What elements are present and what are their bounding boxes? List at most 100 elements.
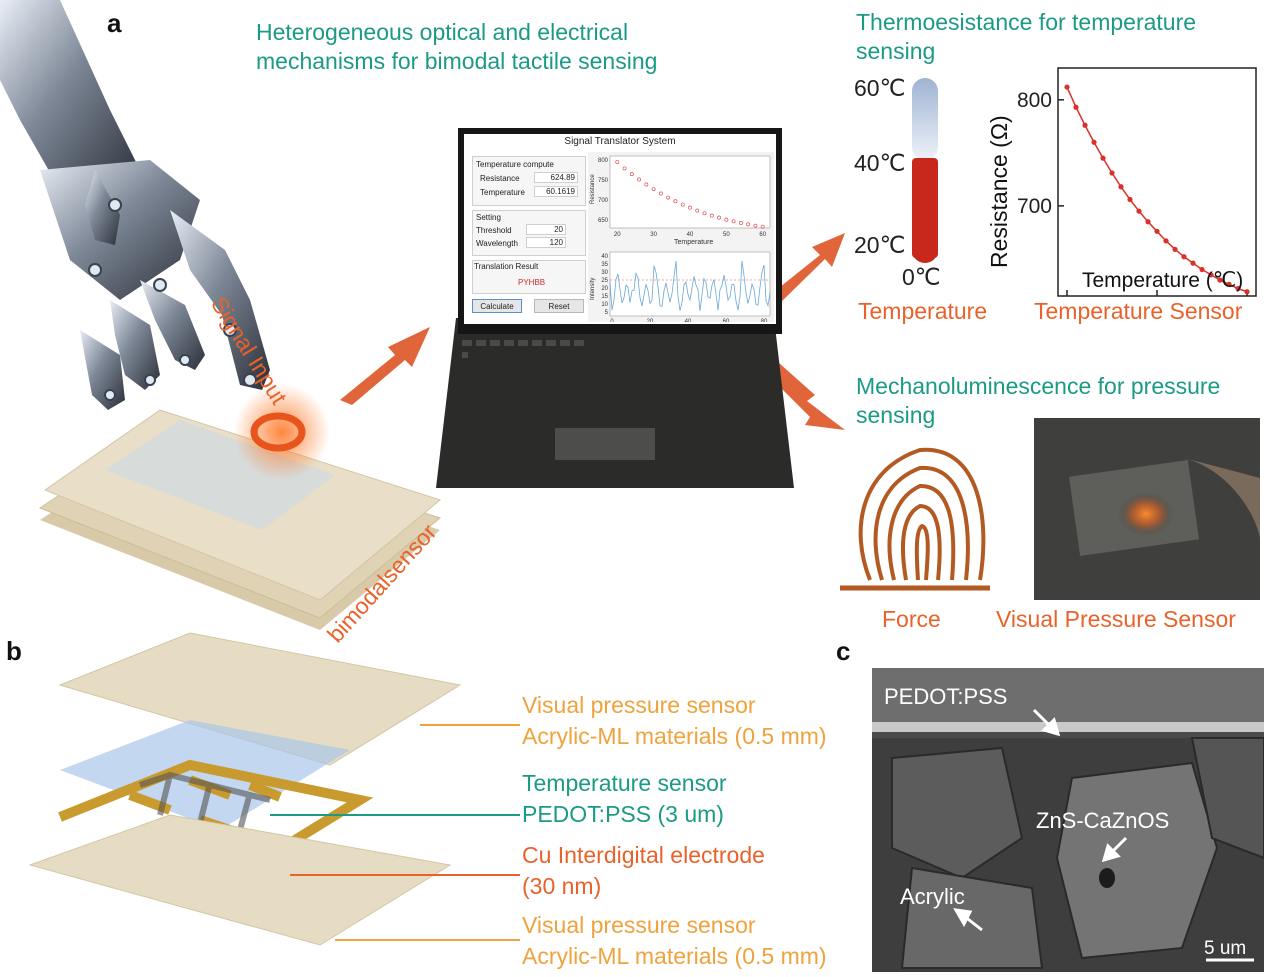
layer2-label: Temperature sensor PEDOT:PSS (3 um) (522, 768, 727, 830)
layer-stack-illustration (28, 632, 520, 946)
mini-res-xtick: 50 (723, 232, 730, 238)
mini-res-ytick: 750 (598, 178, 609, 184)
data-point (1073, 104, 1079, 110)
mini-res-xtick: 20 (614, 232, 621, 238)
mini-res-point (695, 208, 700, 213)
force-caption: Force (882, 606, 941, 632)
thermo-title: Thermoesistance for temperature sensing (856, 8, 1196, 66)
layer1-label-line2: Acrylic-ML materials (0.5 mm) (522, 723, 827, 749)
mechano-title-line1: Mechanoluminescence for pressure (856, 373, 1221, 399)
mini-res-point (615, 160, 620, 164)
layer2-label-line1: Temperature sensor (522, 770, 727, 796)
mechanism-title-line1: Heterogeneous optical and electrical (256, 19, 629, 45)
thermo-title-line1: Thermoesistance for temperature (856, 9, 1197, 35)
data-point (1217, 277, 1223, 283)
data-point (1145, 219, 1151, 225)
mini-int-ytick: 40 (601, 254, 608, 260)
scale-bar-label: 5 um (1204, 938, 1247, 959)
mini-res-point (731, 219, 736, 224)
data-point (1199, 266, 1205, 273)
chart-frame (1057, 67, 1257, 297)
mini-res-point (644, 182, 649, 187)
layer4-label: Visual pressure sensor Acrylic-ML materi… (522, 910, 827, 972)
data-point (1064, 84, 1070, 90)
data-point (1226, 281, 1232, 287)
mechano-title-line2: sensing (856, 402, 936, 428)
mini-res-point (760, 224, 765, 229)
temperature-field[interactable]: 60.1619 (534, 186, 578, 197)
mini-int-ylabel: Intensity (590, 278, 596, 300)
mini-int-xtick: 80 (761, 319, 768, 322)
y-tick-label-1: 700 (1017, 195, 1052, 218)
data-point (1172, 246, 1178, 252)
mini-res-ytick: 650 (598, 218, 609, 224)
resistance-series-line (1066, 86, 1248, 293)
temp-compute-label: Temperature compute (476, 160, 554, 169)
translation-label: Translation Result (474, 262, 539, 271)
thermometer-caption: Temperature (858, 298, 988, 324)
threshold-label: Threshold (476, 226, 512, 235)
wavelength-label: Wavelength (476, 239, 518, 248)
wavelength-field[interactable]: 120 (526, 237, 566, 248)
mechano-title: Mechanoluminescence for pressure sensing (856, 372, 1220, 430)
panel-letter-c: c (836, 636, 851, 666)
thermometer (912, 78, 938, 263)
index-finger (170, 210, 270, 390)
acrylic-label: Acrylic (900, 884, 965, 909)
layer-pedot (60, 720, 350, 830)
layer1-label-line1: Visual pressure sensor (522, 692, 756, 718)
resistance-field[interactable]: 624.89 (534, 172, 578, 183)
mini-res-point (680, 202, 685, 207)
mini-int-xtick: 60 (723, 319, 730, 322)
data-point (1190, 260, 1196, 266)
data-point (1136, 208, 1142, 214)
temperature-sensor-caption: Temperature Sensor (1034, 298, 1243, 324)
layer3-label-line1: Cu Interdigital electrode (522, 842, 765, 868)
mini-res-point (738, 221, 743, 225)
mini-int-xtick: 40 (685, 319, 692, 322)
mini-int-xtick: 0 (610, 319, 614, 322)
pedot-label: PEDOT:PSS (884, 684, 1008, 709)
thermo-tick-60: 60℃ (854, 75, 906, 101)
temperature-label: Temperature (480, 188, 525, 197)
mini-res-point (746, 222, 751, 227)
mini-res-point (629, 172, 634, 177)
arrow-to-pressure (760, 355, 845, 430)
layer4-label-line1: Visual pressure sensor (522, 912, 756, 938)
mechanism-title: Heterogeneous optical and electrical mec… (256, 18, 657, 76)
translation-result: PYHBB (518, 278, 546, 287)
resistance-chart: 204060800700 (1017, 67, 1257, 297)
data-point (1091, 139, 1097, 145)
data-point (1181, 254, 1187, 260)
mini-res-point (717, 215, 722, 220)
bimodal-sensor-pad (38, 409, 442, 630)
thermo-tick-40: 40℃ (854, 150, 906, 176)
pressure-sensor-photo (1034, 418, 1260, 600)
laptop-screen: Signal Translator System Temperature com… (458, 128, 782, 334)
mini-res-point (688, 205, 692, 210)
thermo-tick-0: 0℃ (902, 264, 941, 290)
calculate-button[interactable]: Calculate (472, 299, 522, 313)
sem-image (872, 668, 1264, 972)
data-point (1100, 155, 1106, 161)
mini-int-xtick: 20 (647, 319, 654, 322)
mini-res-xtick: 30 (650, 232, 657, 238)
data-point (1127, 196, 1133, 203)
thermo-tick-20: 20℃ (854, 232, 906, 258)
mini-int-ytick: 35 (601, 262, 608, 268)
mini-res-point (622, 166, 627, 171)
data-point (1235, 285, 1241, 292)
arrow-to-laptop (340, 327, 430, 405)
data-point (1154, 228, 1160, 234)
laptop-base (436, 318, 794, 488)
mini-int-ytick: 15 (601, 294, 608, 300)
mini-res-point (666, 195, 671, 200)
mini-res-point (658, 191, 663, 196)
reset-button[interactable]: Reset (534, 299, 584, 313)
fingerprint-illustration (840, 447, 990, 591)
thermo-title-line2: sensing (856, 38, 936, 64)
threshold-field[interactable]: 20 (526, 224, 566, 235)
translation-group (472, 260, 586, 294)
mini-res-xtick: 60 (759, 232, 766, 238)
